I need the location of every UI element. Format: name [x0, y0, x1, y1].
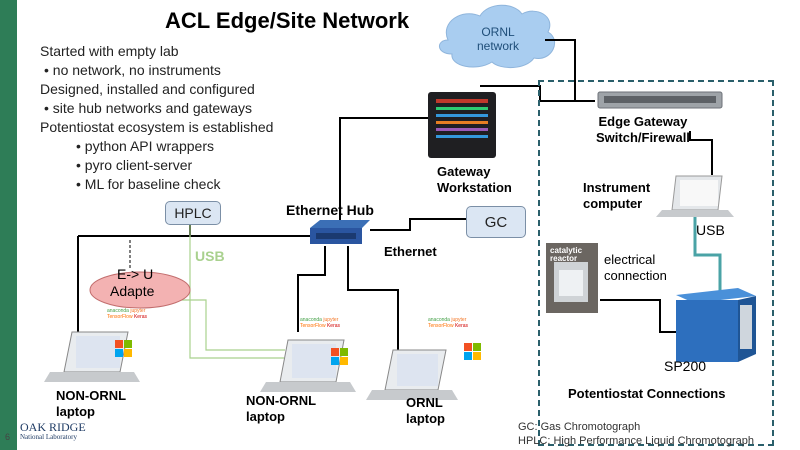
bullet-item: Designed, installed and configured	[40, 81, 255, 97]
keras-logo: Keras	[454, 323, 469, 329]
page-number: 6	[5, 432, 11, 442]
adapter-label-bottom: Adapte	[110, 283, 155, 299]
gateway-workstation-label: Gateway Workstation	[437, 164, 512, 195]
laptop-icon	[44, 331, 140, 382]
ornl-logo: OAK RIDGE National Laboratory	[20, 420, 86, 442]
software-logos: anaconda jupyter TensorFlow Keras	[300, 317, 340, 329]
ethernet-hub-icon	[310, 220, 370, 244]
tensorflow-logo: TensorFlow	[428, 323, 454, 329]
software-logos: anaconda jupyter TensorFlow Keras	[428, 317, 468, 329]
keras-logo: Keras	[326, 323, 341, 329]
logo-line1: OAK RIDGE	[20, 420, 86, 434]
gc-box: GC	[466, 206, 526, 238]
bullet-item: Potentiostat ecosystem is established	[40, 119, 274, 135]
bullet-item: Started with empty lab	[40, 43, 179, 59]
lab-boundary-box	[538, 80, 774, 446]
instrument-laptop-icon	[656, 175, 734, 217]
footnote: HPLC: High Performance Liquid Chromotogr…	[518, 435, 755, 447]
laptop-label-non-ornl-1: NON-ORNL laptop	[56, 388, 127, 419]
reactor-label: catalytic reactor	[550, 246, 583, 263]
ethernet-label: Ethernet	[384, 244, 437, 259]
anaconda-logo: anaconda	[107, 308, 129, 314]
adapter-shape	[89, 271, 191, 309]
laptop-label-ornl: ORNL laptop	[406, 395, 445, 426]
edge-gateway-switch-icon	[597, 91, 723, 109]
gateway-server-icon	[428, 92, 496, 158]
usb-label-left: USB	[195, 248, 225, 264]
logo-line2: National Laboratory	[20, 433, 77, 441]
potentiostat-connections-label: Potentiostat Connections	[568, 386, 726, 401]
ornl-network-label: ORNL network	[476, 25, 520, 53]
anaconda-logo: anaconda	[428, 317, 450, 323]
keras-logo: Keras	[133, 314, 148, 320]
adapter-label-top: E-> U	[117, 266, 154, 282]
usb-cable	[693, 215, 722, 292]
laptop-icon	[366, 343, 481, 400]
bullet-item: • no network, no instruments	[44, 62, 221, 78]
tensorflow-logo: TensorFlow	[107, 314, 133, 320]
bullet-list: Started with empty lab • no network, no …	[40, 42, 273, 194]
software-logos: anaconda jupyter TensorFlow Keras	[107, 308, 147, 320]
footnote: GC: Gas Chromotograph	[518, 421, 641, 433]
sp200-device-icon	[676, 288, 756, 362]
catalytic-reactor-photo	[546, 243, 598, 313]
footnotes: GC: Gas Chromotograph HPLC: High Perform…	[518, 420, 754, 448]
bullet-item: • pyro client-server	[76, 157, 193, 173]
tensorflow-logo: TensorFlow	[300, 323, 326, 329]
instrument-computer-label: Instrument computer	[583, 180, 651, 211]
slide-title: ACL Edge/Site Network	[165, 8, 410, 33]
jupyter-logo: jupyter	[323, 317, 339, 323]
usb-label-right: USB	[696, 222, 725, 238]
jupyter-logo: jupyter	[451, 317, 467, 323]
bullet-item: • ML for baseline check	[76, 176, 221, 192]
laptop-icon	[260, 339, 356, 392]
laptop-label-non-ornl-2: NON-ORNL laptop	[246, 393, 317, 424]
electrical-connection-label: electrical connection	[604, 252, 667, 283]
jupyter-logo: jupyter	[130, 308, 146, 314]
bullet-item: • site hub networks and gateways	[44, 100, 253, 116]
anaconda-logo: anaconda	[300, 317, 322, 323]
bullet-item: • python API wrappers	[76, 138, 214, 154]
sp200-label: SP200	[664, 358, 707, 374]
ethernet-hub-label: Ethernet Hub	[286, 202, 374, 218]
hplc-box: HPLC	[165, 201, 221, 225]
ornl-network-cloud	[439, 4, 555, 68]
side-accent-bar	[0, 0, 17, 450]
edge-gateway-label: Edge Gateway Switch/Firewall	[596, 114, 690, 145]
